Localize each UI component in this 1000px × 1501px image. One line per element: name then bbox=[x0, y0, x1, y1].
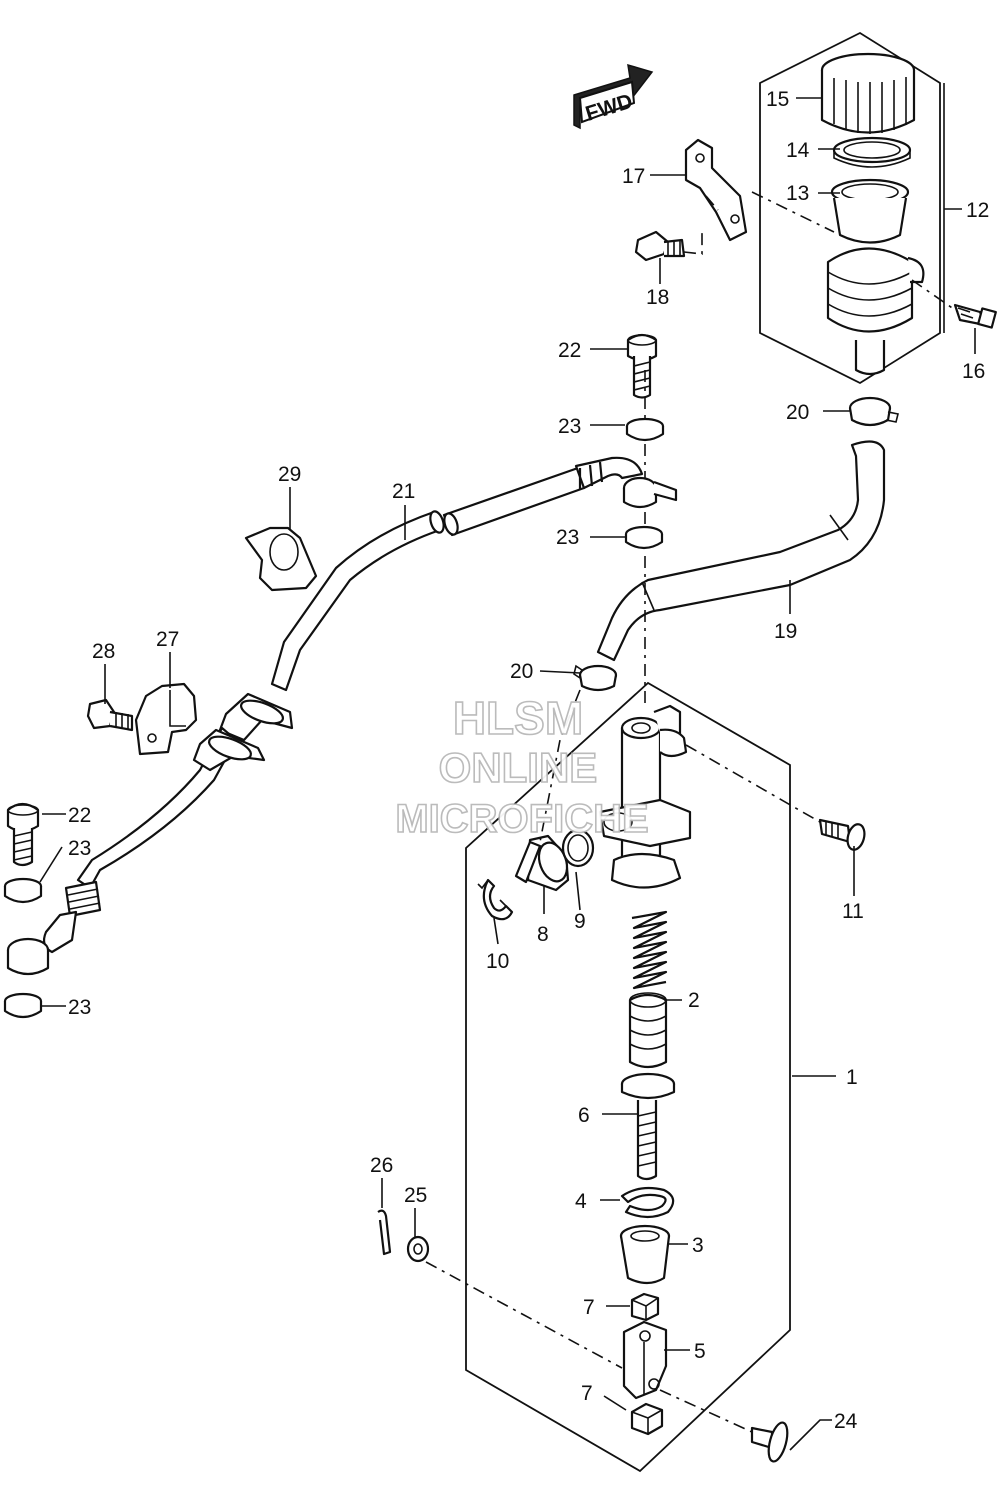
watermark: HLSM ONLINE MICROFICHE bbox=[395, 691, 650, 842]
reservoir-plate-13 bbox=[830, 178, 910, 244]
callout-17: 17 bbox=[622, 165, 645, 188]
callout-23-lower-2: 23 bbox=[68, 996, 91, 1019]
hose-joint-8 bbox=[514, 834, 570, 892]
reservoir-bolt-16 bbox=[953, 303, 997, 329]
washer-23-lower-1 bbox=[3, 877, 43, 904]
bolt-28 bbox=[86, 698, 134, 732]
piston-kit-2 bbox=[628, 992, 668, 1069]
callout-3: 3 bbox=[692, 1234, 704, 1257]
callout-2: 2 bbox=[688, 989, 700, 1012]
cotter-pin-26 bbox=[377, 1209, 392, 1256]
fwd-arrow-badge: FWD bbox=[573, 63, 654, 130]
callout-26: 26 bbox=[370, 1154, 393, 1177]
reservoir-body bbox=[826, 247, 925, 376]
boot-3 bbox=[619, 1224, 671, 1285]
callout-27: 27 bbox=[156, 628, 179, 651]
push-rod-6 bbox=[620, 1072, 676, 1181]
callout-22-lower: 22 bbox=[68, 804, 91, 827]
callout-29: 29 bbox=[278, 463, 301, 486]
callout-14: 14 bbox=[786, 139, 810, 162]
pin-24 bbox=[750, 1421, 789, 1463]
banjo-bolt-22-upper bbox=[626, 333, 658, 399]
callout-13: 13 bbox=[786, 182, 809, 205]
callout-22-upper: 22 bbox=[558, 339, 581, 362]
callout-24: 24 bbox=[834, 1410, 858, 1433]
banjo-fitting-upper bbox=[622, 476, 678, 509]
leader-lines bbox=[39, 83, 976, 1451]
washer-23-upper-2 bbox=[624, 525, 664, 550]
callout-23-upper-1: 23 bbox=[558, 415, 581, 438]
callout-4: 4 bbox=[575, 1190, 587, 1213]
callout-23-lower-1: 23 bbox=[68, 837, 91, 860]
spring bbox=[631, 910, 668, 990]
clamp-20-lower bbox=[573, 664, 618, 692]
hose-19 bbox=[596, 440, 886, 662]
watermark-line-1: HLSM bbox=[453, 692, 583, 744]
callout-18: 18 bbox=[646, 286, 669, 309]
clamp-20-upper bbox=[848, 396, 899, 427]
washer-23-upper-1 bbox=[625, 417, 665, 442]
callout-21: 21 bbox=[392, 480, 415, 503]
clamp-29 bbox=[244, 526, 318, 592]
callout-8: 8 bbox=[537, 923, 549, 946]
banjo-fitting-lower bbox=[6, 937, 50, 976]
watermark-line-3: MICROFICHE bbox=[395, 797, 648, 841]
hose-21 bbox=[42, 456, 644, 954]
callout-20-lower: 20 bbox=[510, 660, 533, 683]
o-ring-9 bbox=[561, 828, 595, 868]
master-cylinder-assembly-box bbox=[465, 681, 791, 1473]
callout-9: 9 bbox=[574, 910, 586, 933]
callout-20-upper: 20 bbox=[786, 401, 809, 424]
screw-11 bbox=[818, 818, 866, 851]
watermark-line-2: ONLINE bbox=[439, 744, 598, 791]
callout-15: 15 bbox=[766, 88, 789, 111]
callout-12: 12 bbox=[966, 199, 989, 222]
callout-28: 28 bbox=[92, 640, 115, 663]
callout-7-lower: 7 bbox=[581, 1382, 593, 1405]
clamp-27 bbox=[134, 682, 198, 756]
reservoir-assembly-box bbox=[759, 31, 941, 385]
callout-6: 6 bbox=[578, 1104, 590, 1127]
callout-1: 1 bbox=[846, 1066, 858, 1089]
callout-11: 11 bbox=[842, 900, 864, 923]
callout-19: 19 bbox=[774, 620, 797, 643]
callout-25: 25 bbox=[404, 1184, 427, 1207]
alignment-lines bbox=[425, 191, 959, 1433]
circlip-4 bbox=[620, 1186, 675, 1219]
callout-16: 16 bbox=[962, 360, 985, 383]
washer-23-lower-2 bbox=[3, 992, 43, 1019]
callout-5: 5 bbox=[694, 1340, 706, 1363]
reservoir-gasket-14 bbox=[832, 136, 912, 168]
washer-25 bbox=[406, 1235, 430, 1263]
nut-7-upper bbox=[630, 1292, 660, 1322]
master-cylinder-body bbox=[598, 704, 692, 889]
bolt-18 bbox=[634, 230, 686, 262]
callout-10: 10 bbox=[486, 950, 509, 973]
clevis-5 bbox=[622, 1320, 668, 1400]
callout-labels: 1 2 3 4 5 6 7 7 8 9 10 11 12 13 14 15 16… bbox=[68, 88, 989, 1433]
circlip-10 bbox=[477, 878, 514, 921]
callout-23-upper-2: 23 bbox=[556, 526, 579, 549]
reservoir-cap-15 bbox=[820, 52, 916, 134]
banjo-bolt-22-lower bbox=[6, 802, 40, 867]
nut-7-lower bbox=[630, 1402, 664, 1436]
callout-7-upper: 7 bbox=[583, 1296, 595, 1319]
bracket-17 bbox=[684, 138, 748, 242]
